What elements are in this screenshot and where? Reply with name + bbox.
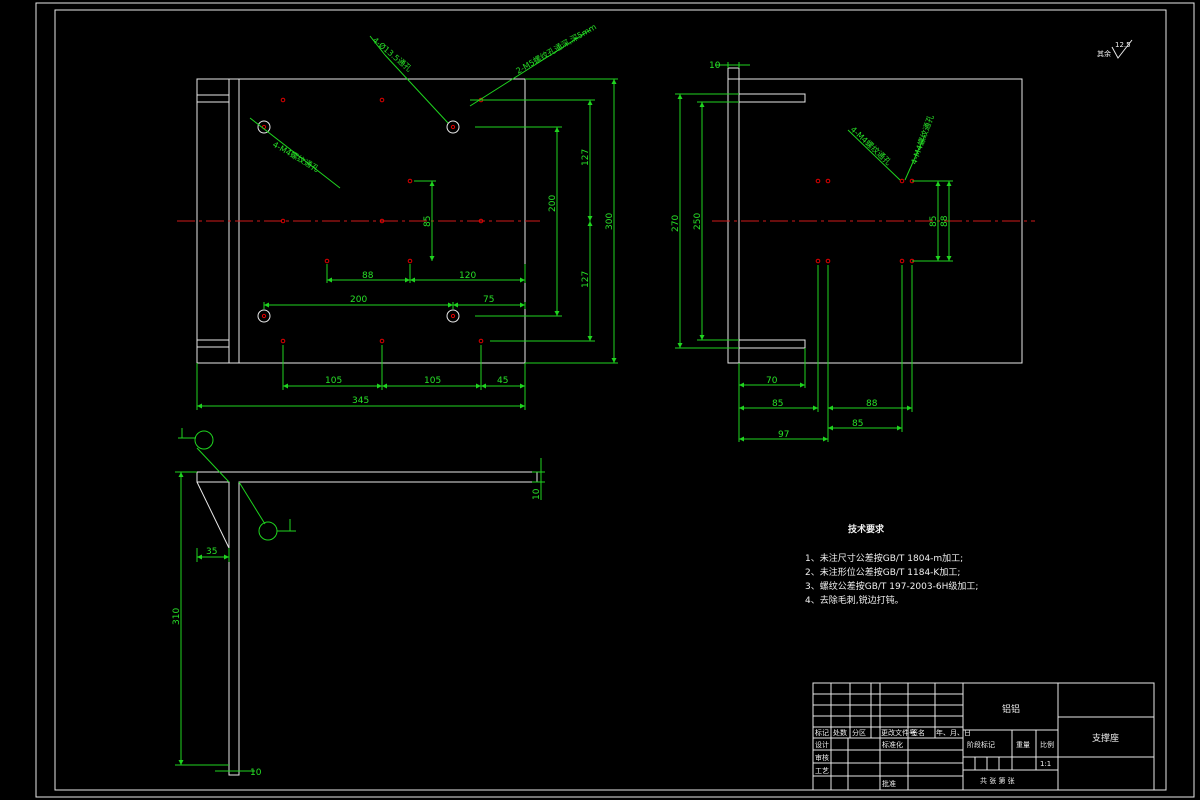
svg-text:345: 345 <box>352 396 369 406</box>
roughness-symbol: 12.5 其余 <box>1097 39 1133 59</box>
svg-text:70: 70 <box>766 376 778 386</box>
svg-text:127: 127 <box>581 271 591 288</box>
svg-text:88: 88 <box>940 215 950 227</box>
svg-text:签名: 签名 <box>911 728 925 737</box>
svg-text:200: 200 <box>548 195 558 212</box>
svg-text:12.5: 12.5 <box>1115 41 1131 49</box>
svg-text:共 张 第 张: 共 张 第 张 <box>980 776 1015 785</box>
svg-text:10: 10 <box>250 768 262 778</box>
svg-text:其余: 其余 <box>1097 49 1111 58</box>
svg-text:105: 105 <box>424 376 441 386</box>
svg-text:10: 10 <box>532 488 542 500</box>
top-view: 10 35 310 10 <box>172 428 545 778</box>
svg-text:45: 45 <box>497 376 508 386</box>
svg-text:铝铝: 铝铝 <box>1002 703 1020 715</box>
svg-text:35: 35 <box>206 547 217 557</box>
svg-text:85: 85 <box>929 216 939 227</box>
svg-text:88: 88 <box>362 271 374 281</box>
svg-text:85: 85 <box>852 419 863 429</box>
svg-text:75: 75 <box>483 295 494 305</box>
side-view: 4-M4螺纹通孔 4-M4螺纹通孔 10 270 250 85 88 <box>671 61 1035 442</box>
title-block: 标记 处数 分区 更改文件号 签名 年、月、日 设计 标准化 审核 工艺 批准 … <box>812 682 1155 791</box>
svg-text:批准: 批准 <box>882 779 896 788</box>
svg-text:工艺: 工艺 <box>815 767 829 775</box>
svg-text:标记: 标记 <box>815 728 829 737</box>
svg-text:标准化: 标准化 <box>882 740 903 749</box>
svg-text:处数: 处数 <box>833 728 847 737</box>
svg-text:1、未注尺寸公差按GB/T 1804-m加工;: 1、未注尺寸公差按GB/T 1804-m加工; <box>805 552 963 564</box>
svg-text:2、未注形位公差按GB/T 1184-K加工;: 2、未注形位公差按GB/T 1184-K加工; <box>805 566 960 578</box>
svg-text:阶段标记: 阶段标记 <box>967 740 995 749</box>
svg-text:更改文件号: 更改文件号 <box>881 728 916 737</box>
front-view: 4-Ø13.5通孔 2-M5螺纹孔通深,深5mm 4-M4螺纹通孔 127 20… <box>177 21 618 410</box>
svg-text:97: 97 <box>778 430 789 440</box>
technical-requirements: 技术要求 1、未注尺寸公差按GB/T 1804-m加工; 2、未注形位公差按GB… <box>805 523 978 606</box>
svg-text:88: 88 <box>866 399 878 409</box>
svg-text:3、螺纹公差按GB/T 197-2003-6H级加工;: 3、螺纹公差按GB/T 197-2003-6H级加工; <box>805 580 978 592</box>
outer-frame <box>35 2 1195 798</box>
svg-text:85: 85 <box>423 216 433 227</box>
svg-text:4-Ø13.5通孔: 4-Ø13.5通孔 <box>371 35 414 74</box>
svg-text:4-M4螺纹通孔: 4-M4螺纹通孔 <box>849 124 894 167</box>
svg-text:310: 310 <box>172 608 182 625</box>
svg-text:审核: 审核 <box>815 753 829 762</box>
svg-text:2-M5螺纹孔通深,深5mm: 2-M5螺纹孔通深,深5mm <box>514 21 598 75</box>
svg-text:技术要求: 技术要求 <box>848 523 885 535</box>
svg-text:分区: 分区 <box>852 728 866 737</box>
svg-text:10: 10 <box>709 61 721 71</box>
svg-text:重量: 重量 <box>1016 741 1030 749</box>
svg-text:105: 105 <box>325 376 342 386</box>
svg-text:270: 270 <box>671 215 681 232</box>
svg-text:300: 300 <box>605 213 615 230</box>
svg-text:85: 85 <box>772 399 783 409</box>
svg-text:250: 250 <box>693 213 703 230</box>
svg-text:比例: 比例 <box>1040 740 1054 749</box>
svg-text:支撑座: 支撑座 <box>1092 732 1119 744</box>
svg-text:年、月、日: 年、月、日 <box>936 728 971 737</box>
svg-text:127: 127 <box>581 149 591 166</box>
svg-text:4-M4螺纹通孔: 4-M4螺纹通孔 <box>908 113 935 165</box>
svg-text:1:1: 1:1 <box>1040 760 1051 768</box>
svg-text:200: 200 <box>350 295 367 305</box>
svg-text:4、去除毛刺,锐边打钝。: 4、去除毛刺,锐边打钝。 <box>805 594 904 606</box>
svg-text:设计: 设计 <box>815 740 829 749</box>
inner-frame <box>54 9 1167 791</box>
svg-text:4-M4螺纹通孔: 4-M4螺纹通孔 <box>271 139 321 174</box>
svg-text:120: 120 <box>459 271 476 281</box>
